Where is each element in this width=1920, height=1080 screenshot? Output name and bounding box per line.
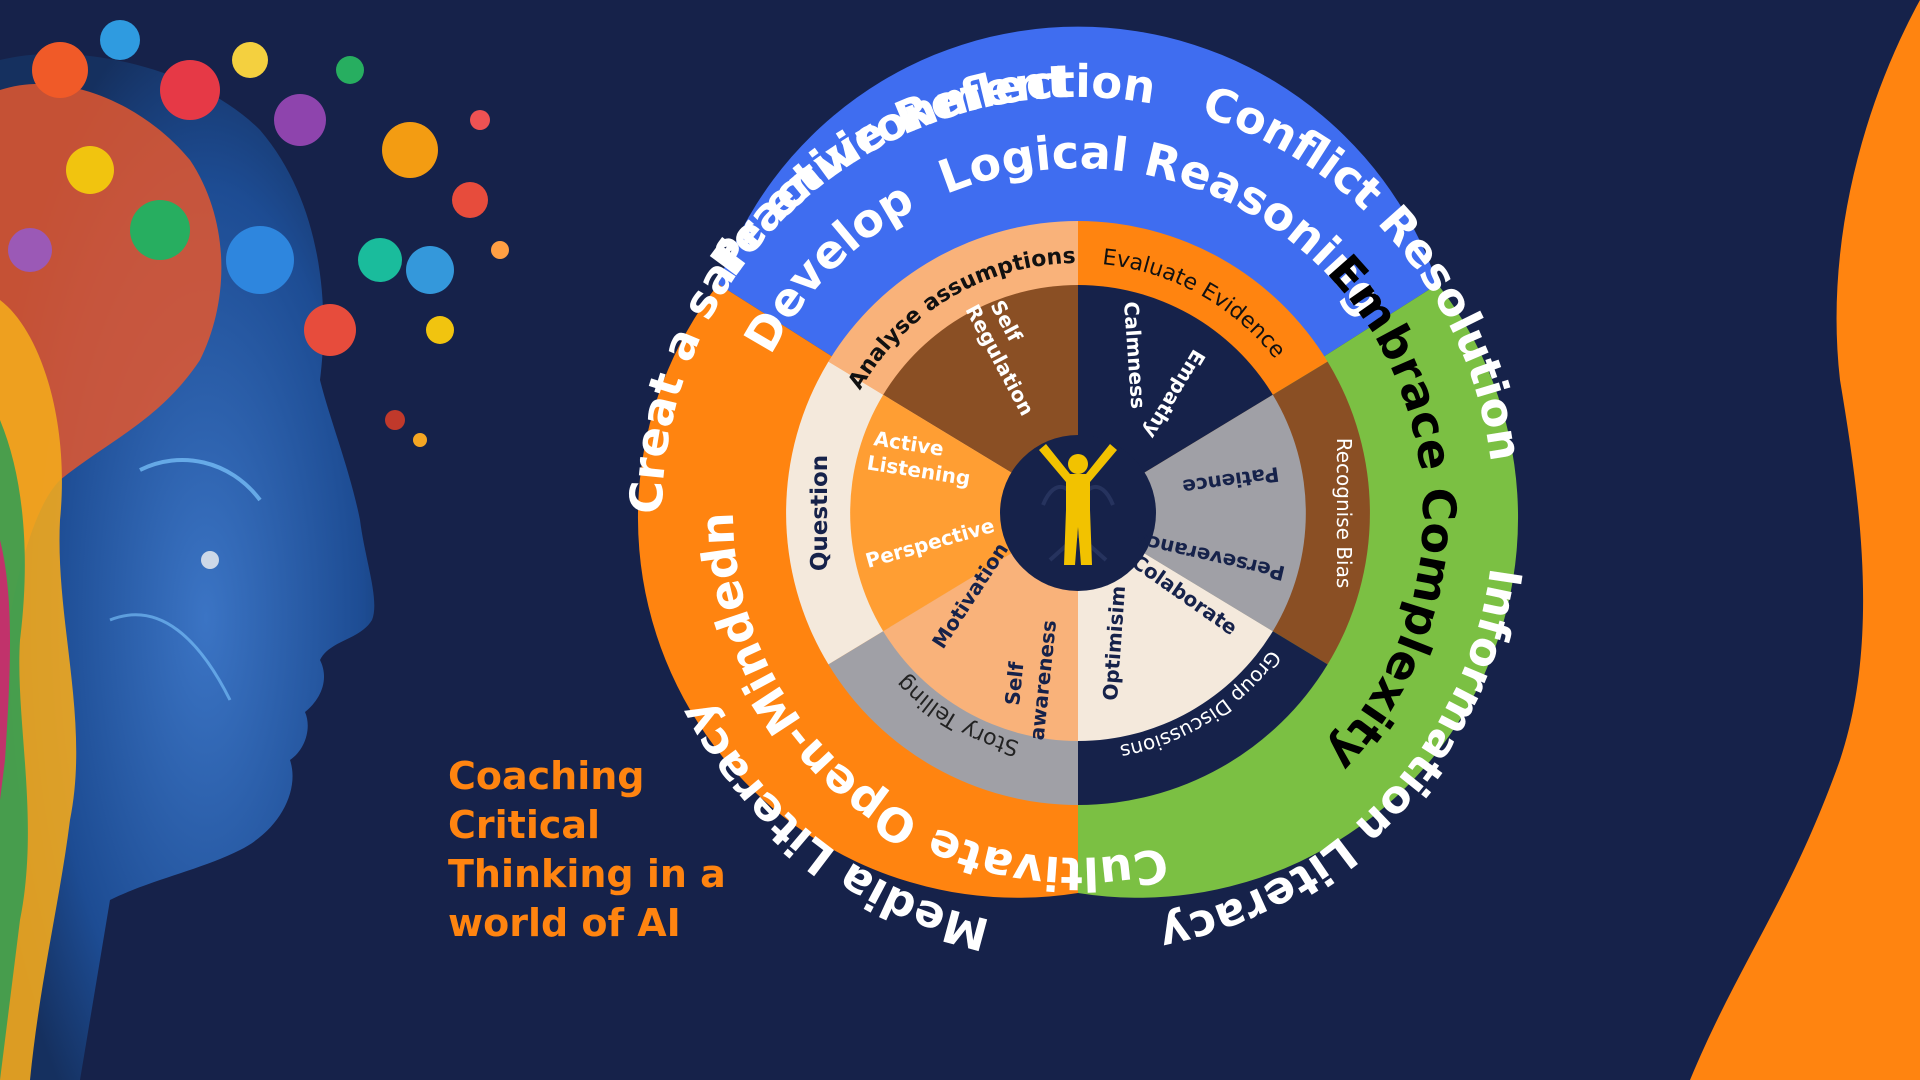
title-line-1: Coaching xyxy=(448,754,645,798)
title-line-4: world of AI xyxy=(448,901,681,945)
middle-label-recognise-bias: Recognise Bias xyxy=(1332,438,1356,589)
person-arms-raised-icon xyxy=(1039,444,1117,565)
head-illustration xyxy=(0,20,509,1080)
inner-segment-patience xyxy=(1078,394,1306,632)
inner-segment-listening xyxy=(850,394,1078,632)
title-caption: Coaching Critical Thinking in a world of… xyxy=(448,752,778,948)
middle-label-question: Question xyxy=(807,455,833,571)
title-line-3: Thinking in a xyxy=(448,852,726,896)
title-line-2: Critical xyxy=(448,803,601,847)
orange-wave-shape xyxy=(1690,0,1920,1080)
